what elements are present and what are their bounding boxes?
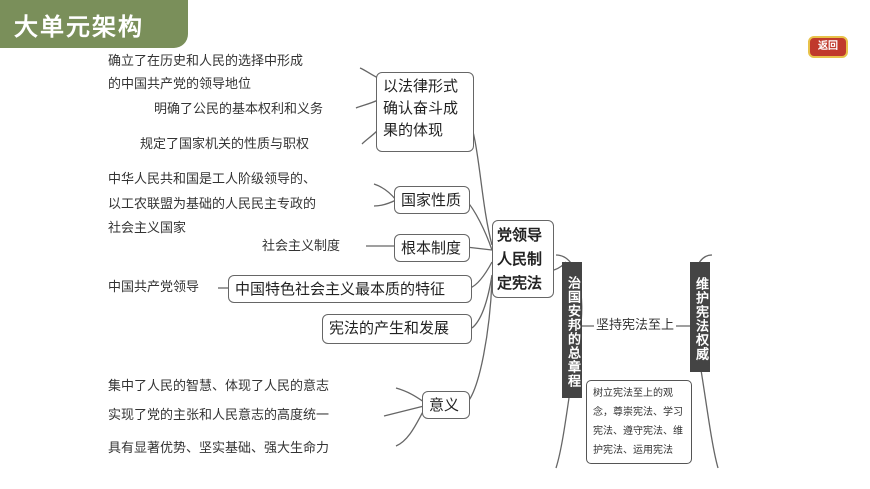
column-uphold-authority: 维护宪法权威: [690, 262, 710, 372]
note-line: 宪法、遵守宪法、维: [593, 426, 683, 437]
center-node-label: 党领导人民制定宪法: [497, 226, 543, 292]
note-line: 树立宪法至上的观: [593, 388, 673, 399]
branch-state-nature-label: 国家性质: [401, 191, 462, 209]
section-header: 大单元架构: [0, 0, 188, 48]
leaf-text: 实现了党的主张和人民意志的高度统一: [108, 408, 330, 423]
leaf-text: 具有显著优势、坚实基础、强大生命力: [108, 441, 330, 456]
leaf-text: 确立了在历史和人民的选择中形成: [108, 54, 304, 69]
leaf-text: 社会主义制度: [262, 239, 341, 254]
middle-label: 坚持宪法至上: [594, 314, 677, 338]
branch-essential-feature-label: 中国特色社会主义最本质的特征: [235, 280, 446, 298]
leaf-text: 中华人民共和国是工人阶级领导的、: [108, 172, 317, 187]
branch-essential-feature-box: 中国特色社会主义最本质的特征: [228, 275, 472, 303]
branch-fundamental-system-box: 根本制度: [394, 234, 470, 262]
center-node: 党领导人民制定宪法: [492, 220, 554, 298]
branch-origin-box: 宪法的产生和发展: [322, 314, 472, 344]
leaf-text: 明确了公民的基本权利和义务: [154, 102, 324, 117]
branch-legal-form-box: 以法律形式确认奋斗成果的体现: [376, 72, 474, 152]
back-button[interactable]: 返回: [808, 36, 848, 58]
note-line: 念，尊崇宪法、学习: [593, 407, 683, 418]
branch-significance-box: 意义: [422, 391, 470, 419]
leaf-text: 集中了人民的智慧、体现了人民的意志: [108, 379, 330, 394]
note-line: 护宪法、运用宪法: [593, 445, 673, 456]
leaf-text: 中国共产党领导: [108, 280, 200, 295]
leaf-text: 社会主义国家: [108, 221, 187, 236]
branch-legal-form-label: 以法律形式确认奋斗成果的体现: [383, 77, 459, 139]
leaf-text: 以工农联盟为基础的人民民主专政的: [108, 197, 317, 212]
section-title: 大单元架构: [14, 13, 144, 41]
leaf-text: 规定了国家机关的性质与职权: [140, 137, 310, 152]
branch-origin-label: 宪法的产生和发展: [329, 319, 450, 337]
branch-fundamental-system-label: 根本制度: [401, 239, 462, 257]
leaf-text: 的中国共产党的领导地位: [108, 77, 252, 92]
note-box: 树立宪法至上的观 念，尊崇宪法、学习 宪法、遵守宪法、维 护宪法、运用宪法: [586, 380, 692, 464]
branch-state-nature-box: 国家性质: [394, 186, 470, 214]
column-governing-charter: 治国安邦的总章程: [562, 262, 582, 398]
branch-significance-label: 意义: [429, 396, 460, 414]
